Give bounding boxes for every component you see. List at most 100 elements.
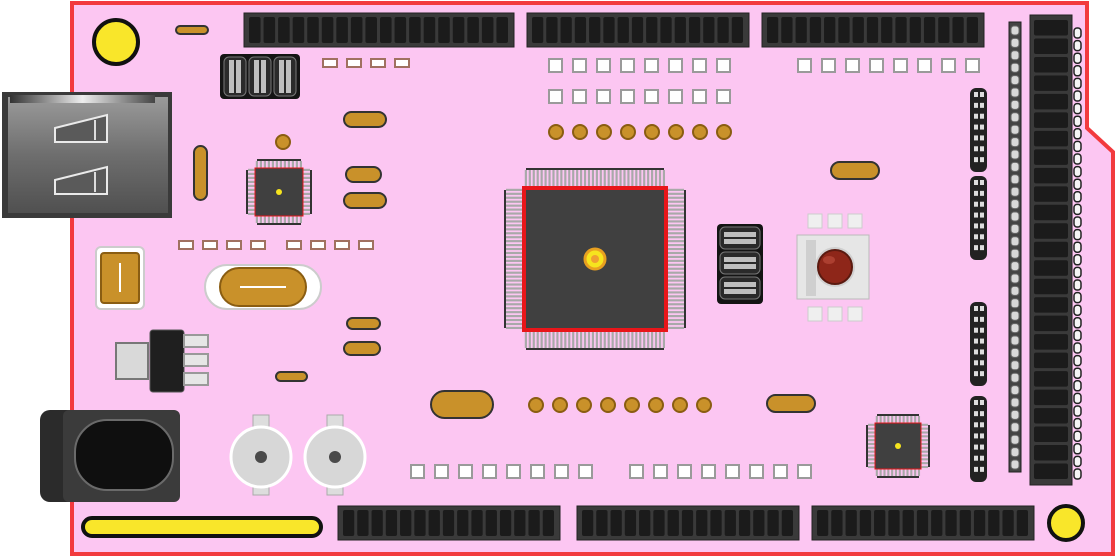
smd-pad — [668, 89, 683, 104]
smd-pad — [530, 464, 545, 479]
usb-interface-chip — [246, 159, 312, 225]
strip-pin — [1010, 385, 1020, 396]
header-pin — [859, 510, 872, 536]
gold-via — [672, 397, 688, 413]
header-pin — [1034, 223, 1068, 239]
header-pin — [1034, 297, 1068, 313]
strip-pin — [1010, 137, 1020, 148]
header-pin — [1034, 241, 1068, 258]
header-pin — [895, 17, 907, 43]
strip-pin — [1073, 291, 1082, 304]
header-pin — [400, 510, 412, 536]
voltage-regulator — [115, 329, 209, 393]
strip-pin — [1073, 52, 1082, 64]
header-pin — [371, 510, 383, 536]
strip-pin — [1010, 459, 1020, 470]
header-pin — [292, 17, 305, 43]
header-pin — [923, 17, 936, 43]
header-pin — [1034, 75, 1068, 91]
smd-pad — [346, 58, 362, 68]
smd-capacitor-left — [95, 246, 145, 310]
header-pin — [809, 17, 822, 43]
header-pin — [753, 510, 765, 536]
smd-pad — [668, 58, 683, 73]
smd-pad — [434, 464, 449, 479]
smd-pad — [677, 464, 692, 479]
header-pin — [1034, 315, 1068, 332]
header-pin — [710, 510, 722, 536]
smd-resistor — [430, 390, 494, 419]
header-pin — [409, 17, 421, 43]
header-pin — [471, 510, 483, 536]
strip-pin — [1010, 75, 1020, 86]
smd-pad — [692, 58, 707, 73]
smd-pad — [716, 89, 731, 104]
header-pin — [952, 17, 964, 43]
smd-pad — [482, 464, 497, 479]
strip-pin — [1010, 285, 1020, 296]
header-pin — [738, 510, 751, 536]
strip-pin — [1073, 430, 1082, 442]
smd-pad — [620, 89, 635, 104]
strip-pin — [1073, 39, 1082, 52]
strip-pin — [1073, 140, 1082, 153]
gold-via — [600, 397, 616, 413]
strip-pin — [1010, 199, 1020, 210]
smd-pad — [821, 58, 836, 73]
smd-resistor — [343, 341, 381, 356]
smd-pad — [725, 464, 740, 479]
header-pin — [1034, 389, 1068, 406]
strip-pin — [1010, 273, 1020, 284]
header-pin — [481, 17, 494, 43]
header-pin — [582, 510, 594, 536]
header-pin — [1016, 510, 1028, 536]
strip-pin — [1073, 203, 1082, 216]
strip-pin — [1010, 87, 1020, 98]
strip-pin — [1073, 165, 1082, 178]
strip-pin — [1073, 443, 1082, 455]
header-pin — [688, 17, 701, 43]
header-pin — [781, 510, 793, 536]
header-bottom-right — [811, 505, 1035, 541]
strip-pin — [1073, 115, 1082, 127]
strip-pin — [1010, 112, 1020, 123]
strip-pin — [1073, 342, 1082, 354]
strip-pin — [1010, 186, 1020, 197]
strip-pin — [1073, 65, 1082, 77]
smd-pad — [716, 58, 731, 73]
gold-via — [624, 397, 640, 413]
strip-pin — [1010, 50, 1020, 61]
header-pin — [263, 17, 276, 43]
header-pin — [1034, 149, 1068, 165]
smd-pad — [845, 58, 860, 73]
header-pin — [560, 17, 572, 43]
pin-strip-right-edge — [1073, 27, 1082, 480]
header-pin — [336, 17, 348, 43]
header-pin — [852, 17, 864, 43]
smd-resistor — [345, 166, 382, 183]
strip-pin — [1010, 323, 1020, 334]
smd-pad — [202, 240, 218, 250]
header-pin — [343, 510, 355, 536]
smd-resistor — [175, 25, 209, 35]
header-pin — [1034, 371, 1068, 387]
strip-pin — [1010, 261, 1020, 272]
strip-pin — [1073, 468, 1082, 480]
header-pin — [767, 17, 779, 43]
header-pin — [674, 17, 686, 43]
header-pin — [414, 510, 426, 536]
strip-pin — [1010, 211, 1020, 222]
header-top-middle — [526, 12, 750, 48]
header-pin — [1034, 426, 1068, 443]
header-pin — [532, 17, 544, 43]
header-pin — [357, 510, 369, 536]
header-pin — [442, 510, 455, 536]
smd-pad-rows — [178, 58, 980, 479]
pin-strip-right-inner — [970, 21, 1022, 482]
header-pin — [724, 510, 736, 536]
smd-pad — [941, 58, 956, 73]
smd-pad — [554, 464, 569, 479]
header-pin — [546, 17, 558, 43]
smd-pad — [596, 89, 611, 104]
